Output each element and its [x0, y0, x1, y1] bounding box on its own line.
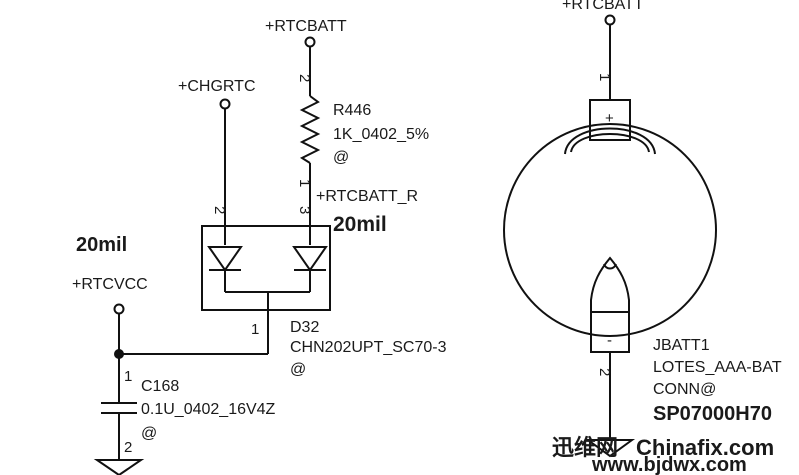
jbatt1-pin-bottom: 2	[596, 368, 613, 376]
jbatt1-pin-top: 1	[596, 73, 613, 81]
watermark-url: www.bjdwx.com	[591, 454, 747, 475]
r446-pin-top: 2	[296, 74, 313, 82]
r446-note: @	[333, 149, 349, 166]
c168-pin-bottom: 2	[124, 439, 132, 456]
jbatt1-note: CONN@	[653, 381, 716, 398]
rtcbatt-top-net: +RTCBATT	[265, 18, 347, 96]
c168-ref: C168	[141, 378, 179, 395]
watermark: 迅维网 Chinafix.com www.bjdwx.com	[518, 432, 774, 475]
trace-width-right: 20mil	[333, 213, 387, 236]
r446-resistor-symbol	[299, 95, 321, 164]
d32-pin-common: 1	[251, 321, 259, 338]
chgrtc-net: +CHGRTC 2 3	[178, 78, 313, 245]
c168-value: 0.1U_0402_16V4Z	[141, 401, 276, 418]
rtcvcc-junction-dot	[114, 349, 124, 359]
d32-right-diode-triangle	[292, 246, 328, 272]
chgrtc-label: +CHGRTC	[178, 78, 256, 95]
resistor-r446: 2 R446 1K_0402_5% @ 1	[296, 74, 429, 245]
d32-value: CHN202UPT_SC70-3	[290, 339, 447, 356]
capacitor-c168: 1 C168 0.1U_0402_16V4Z @ 2	[93, 368, 276, 475]
jbatt1-value: LOTES_AAA-BAT	[653, 359, 782, 376]
d32-pin-left: 2	[211, 206, 228, 214]
jbatt1-ref: JBATT1	[653, 337, 710, 354]
rtcbatt-top-terminal	[304, 36, 316, 48]
watermark-logo-icon	[518, 432, 546, 460]
jbatt1-cell-outline	[503, 123, 717, 337]
rtcbatt-right-label: +RTCBATT	[562, 0, 644, 13]
jbatt1-spring-contact-outer	[564, 127, 656, 155]
jbatt1-spring-contact-inner	[570, 133, 650, 153]
d32-ref: D32	[290, 319, 319, 336]
r446-value: 1K_0402_5%	[333, 126, 429, 143]
rtcvcc-label: +RTCVCC	[72, 276, 148, 293]
battery-jbatt1: +RTCBATT 1 + - 2 JBATT1 LOTES_AAA-BAT CO…	[503, 0, 782, 458]
rtcbatt-right-terminal	[604, 14, 616, 26]
r446-pin-bottom: 1	[296, 179, 313, 187]
c168-pin-top: 1	[124, 368, 132, 385]
rtcvcc-net: 20mil +RTCVCC	[72, 234, 268, 402]
d32-note: @	[290, 361, 306, 378]
rtcvcc-terminal	[113, 303, 125, 315]
r446-ref: R446	[333, 102, 371, 119]
chgrtc-terminal	[219, 98, 231, 110]
d32-pin-right: 3	[296, 206, 313, 214]
jbatt1-part: SP07000H70	[653, 403, 772, 425]
c168-ground-icon	[93, 459, 145, 475]
watermark-brand-cn: 迅维网	[552, 435, 618, 460]
jbatt1-minus-mark: -	[607, 332, 612, 349]
d32-package-outline	[201, 225, 331, 311]
diode-d32: 1 D32 CHN202UPT_SC70-3 @	[201, 225, 447, 378]
jbatt1-minus-contact	[590, 256, 630, 312]
c168-note: @	[141, 425, 157, 442]
d32-left-diode-triangle	[207, 246, 243, 272]
jbatt1-plus-terminal	[589, 99, 631, 141]
jbatt1-minus-contact-tip	[603, 263, 617, 270]
jbatt1-ground-icon	[584, 439, 636, 458]
watermark-brand-en: Chinafix.com	[636, 435, 774, 460]
jbatt1-plus-mark: +	[605, 110, 614, 127]
rtcbatt-r-label: +RTCBATT_R	[316, 188, 418, 205]
trace-width-left: 20mil	[76, 234, 127, 256]
rtcbatt-top-label: +RTCBATT	[265, 18, 347, 35]
